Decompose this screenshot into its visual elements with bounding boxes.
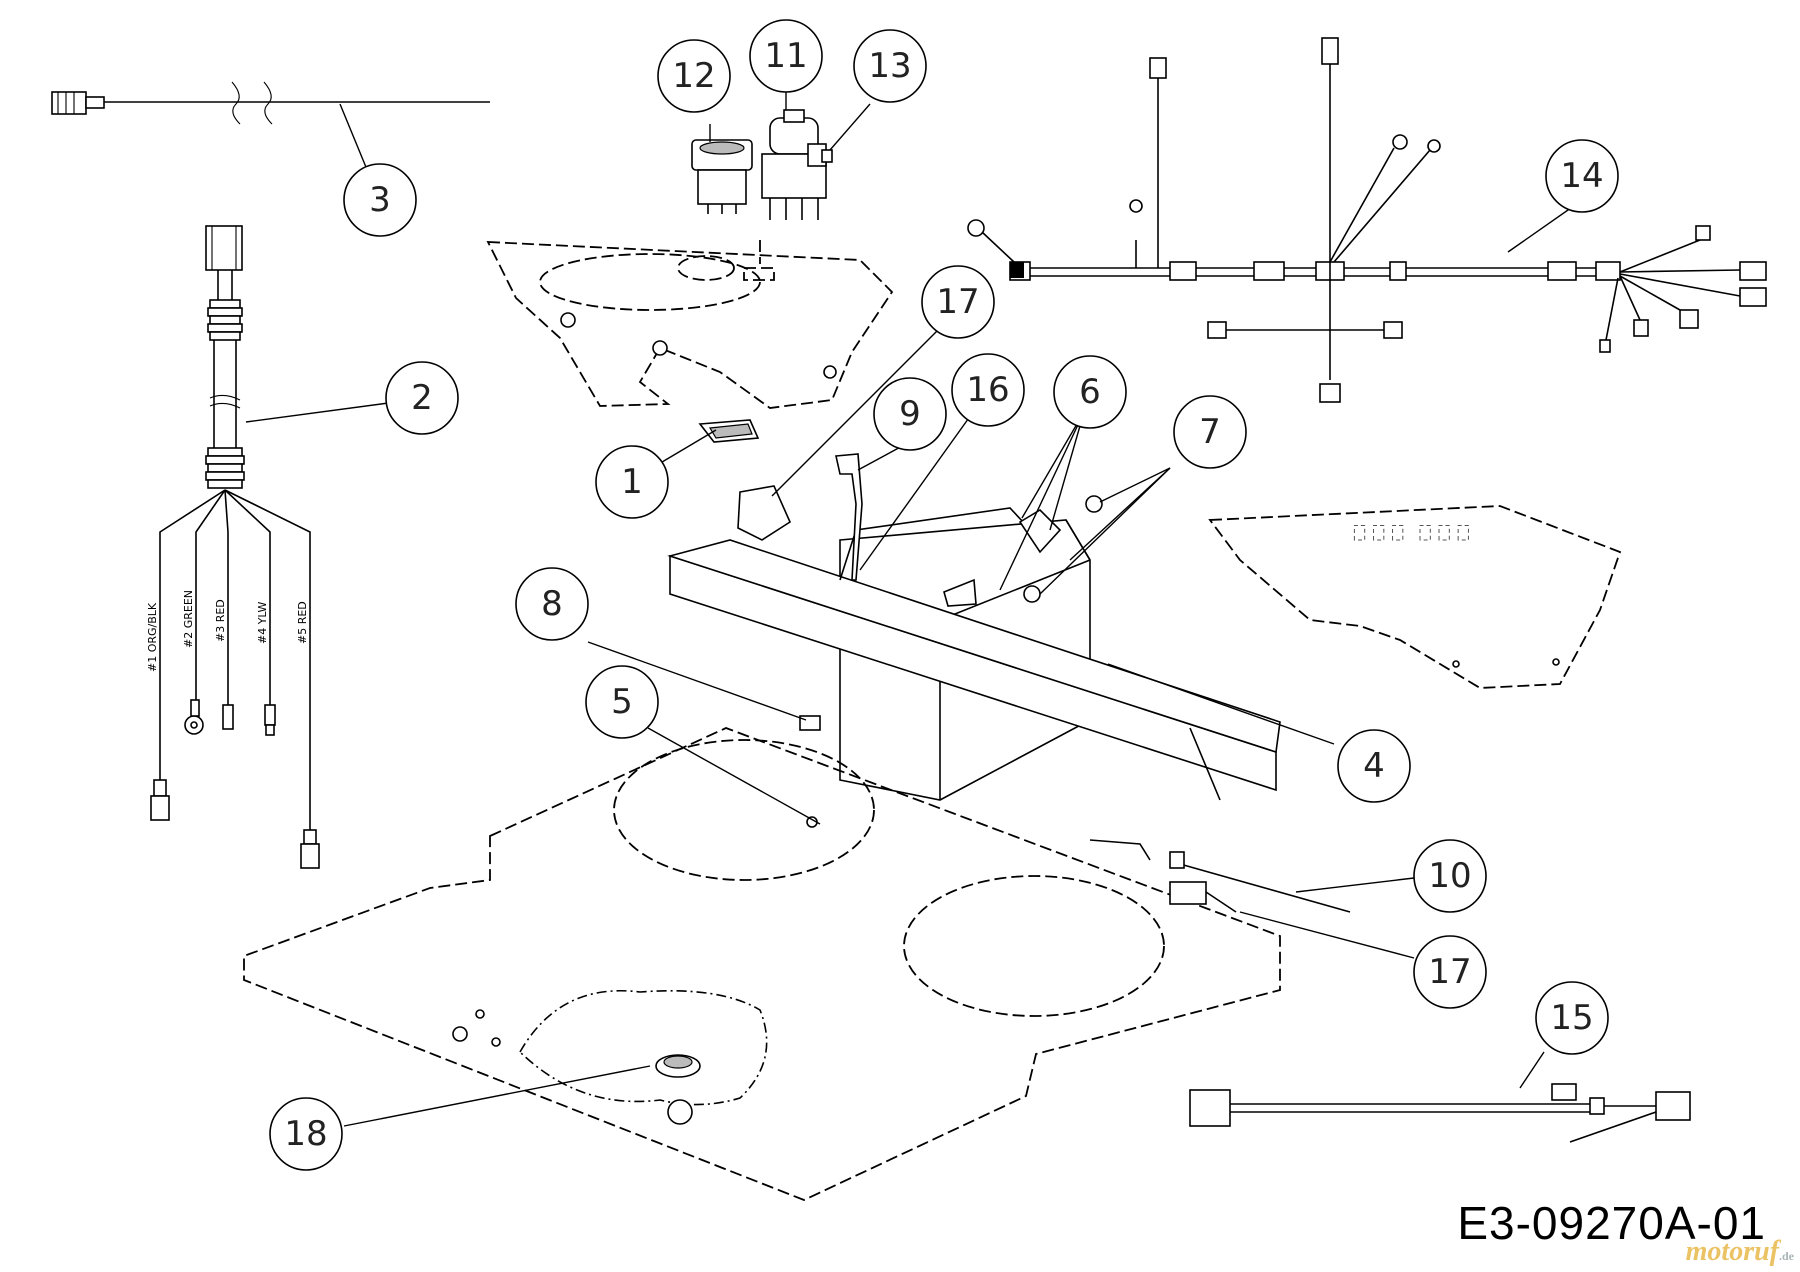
dash-panel [486, 240, 894, 443]
part-12-switch [691, 139, 753, 214]
callout-6: 6 [1053, 355, 1127, 429]
part-6-terminals [943, 508, 1062, 607]
wire-label-5: #5 RED [296, 601, 309, 644]
wire-label-2: #2 GREEN [182, 590, 195, 648]
part-13-connector [807, 143, 833, 167]
part-3-wire [51, 81, 490, 125]
part-2-harness: #1 ORG/BLK #2 GREEN #3 RED #4 YLW #5 RED [146, 225, 320, 869]
callout-17-bottom: 17 [1413, 935, 1487, 1009]
part-15-cable [1189, 1083, 1691, 1143]
callout-label: 17 [936, 282, 979, 322]
floor-pan [243, 727, 1281, 1201]
callout-label: 12 [672, 56, 715, 96]
callout-label: 5 [611, 682, 633, 722]
callout-label: 1 [621, 462, 643, 502]
part-17b-switch [1089, 839, 1237, 913]
callout-14: 14 [1545, 139, 1619, 213]
part-7-nuts [1023, 495, 1103, 603]
callout-label: 4 [1363, 746, 1385, 786]
callout-12: 12 [657, 39, 731, 113]
callout-label: 17 [1428, 952, 1471, 992]
frame-rail [667, 539, 1281, 801]
callout-5: 5 [585, 665, 659, 739]
callout-3: 3 [343, 163, 417, 237]
callout-label: 8 [541, 584, 563, 624]
watermark: motoruf.de [1686, 1236, 1794, 1268]
watermark-text: motoruf [1685, 1236, 1779, 1267]
callout-17-top: 17 [921, 265, 995, 339]
part-9-strap [835, 453, 863, 581]
part-17-switch [737, 485, 792, 541]
callout-7: 7 [1173, 395, 1247, 469]
leader-lines [245, 86, 1589, 1127]
callout-9: 9 [873, 377, 947, 451]
callouts: 1 2 3 4 5 6 7 8 9 10 11 12 13 14 15 16 1… [269, 19, 1619, 1171]
part-18-grommet [655, 1054, 701, 1078]
callout-label: 18 [284, 1114, 327, 1154]
callout-15: 15 [1535, 981, 1609, 1055]
callout-label: 15 [1550, 998, 1593, 1038]
callout-18: 18 [269, 1097, 343, 1171]
callout-label: 16 [966, 370, 1009, 410]
callout-label: 7 [1199, 412, 1221, 452]
part-8-nut [799, 715, 821, 731]
wire-label-3: #3 RED [214, 599, 227, 642]
callout-label: 14 [1560, 156, 1603, 196]
callout-10: 10 [1413, 839, 1487, 913]
callout-8: 8 [515, 567, 589, 641]
callout-2: 2 [385, 361, 459, 435]
callout-1: 1 [595, 445, 669, 519]
part-14-main-harness [967, 37, 1767, 403]
battery-cover: ∎∎∎ ∎∎∎ [1208, 505, 1622, 689]
callout-label: 10 [1428, 856, 1471, 896]
callout-label: 9 [899, 394, 921, 434]
callout-label: 13 [868, 46, 911, 86]
callout-13: 13 [853, 29, 927, 103]
part-10-cable-tie [1169, 851, 1351, 913]
callout-11: 11 [749, 19, 823, 93]
callout-16: 16 [951, 353, 1025, 427]
wire-label-1: #1 ORG/BLK [146, 602, 159, 672]
callout-label: 2 [411, 378, 433, 418]
drawing-code: E3-09270A-01 [1457, 1197, 1766, 1249]
svg-text:∎∎∎ ∎∎∎: ∎∎∎ ∎∎∎ [1350, 514, 1473, 547]
callout-4: 4 [1337, 729, 1411, 803]
callout-label: 11 [764, 36, 807, 76]
watermark-tld: .de [1779, 1249, 1794, 1263]
callout-label: 6 [1079, 372, 1101, 412]
callout-label: 3 [369, 180, 391, 220]
wire-label-4: #4 YLW [256, 601, 269, 644]
